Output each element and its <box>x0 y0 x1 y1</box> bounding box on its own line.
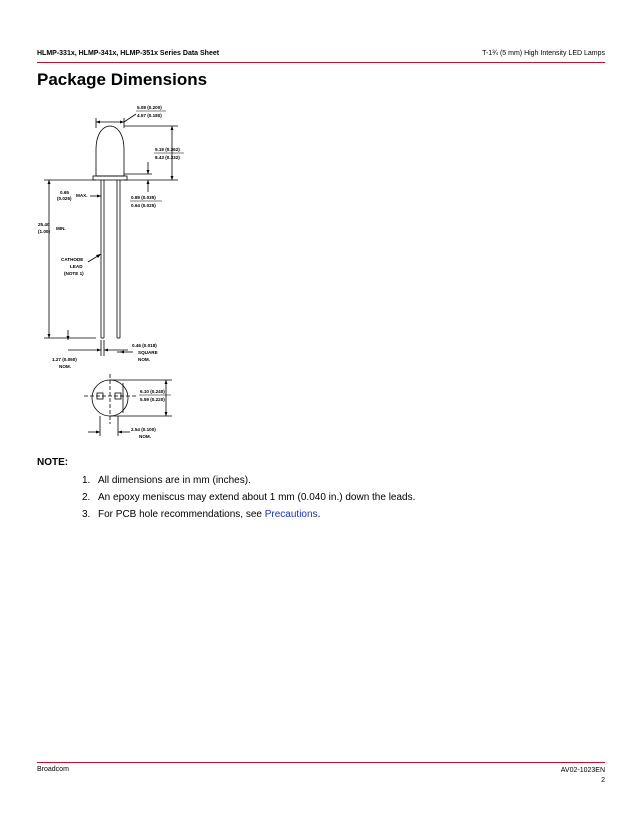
note-tail: . <box>317 509 321 520</box>
dim-height-min: 8.43 (0.332) <box>155 155 180 160</box>
precautions-link[interactable]: Precautions <box>264 509 318 520</box>
dim-width-max: 5.08 (0.200) <box>137 105 162 110</box>
led-flange <box>92 175 128 181</box>
cathode-label: CATHODE <box>61 257 83 262</box>
header-rule <box>37 62 605 63</box>
dim-meniscus-in: (0.026) <box>57 196 72 201</box>
dim-diameter-min: 5.59 (0.220) <box>140 397 165 402</box>
dim-diameter-max: 6.10 (0.240) <box>140 389 165 394</box>
dim-lead-spacing: 1.27 (0.050) <box>52 357 77 362</box>
note-text: An epoxy meniscus may extend about 1 mm … <box>98 492 416 503</box>
section-title: Package Dimensions <box>37 70 208 89</box>
notes-list: 1. All dimensions are in mm (inches). 2. A… <box>82 472 415 523</box>
header-doc-title: HLMP-331x, HLMP-341x, HLMP-351x Series D… <box>37 50 220 57</box>
dim-flange-max: 0.89 (0.035) <box>131 195 156 200</box>
footer-rule <box>37 762 605 763</box>
note-item: 2. An epoxy meniscus may extend about 1 m… <box>82 489 415 506</box>
page-number: 2 <box>601 777 605 784</box>
dim-meniscus-mm: 0.65 <box>60 190 69 195</box>
dim-width-min: 4.57 (0.180) <box>137 113 162 118</box>
dim-lead-length-min: MIN. <box>56 226 66 231</box>
dim-pitch: 2.54 (0.100) <box>131 427 156 432</box>
dim-height-max: 9.19 (0.362) <box>155 147 180 152</box>
note-number: 1. <box>82 475 91 486</box>
dim-lead-length-in: (1.00) <box>38 229 50 234</box>
dim-meniscus-max: MAX. <box>76 193 87 198</box>
footer-company: Broadcom <box>37 766 69 773</box>
footer-doc-id: AV02-1023EN 2 <box>561 766 605 786</box>
header-product-name: T-1¾ (5 mm) High Intensity LED Lamps <box>482 50 605 57</box>
dim-flange-min: 0.64 (0.025) <box>131 203 156 208</box>
dim-lead-length-mm: 25.40 <box>38 222 50 227</box>
dim-square-label: SQUARE <box>138 350 158 355</box>
led-body-outline <box>95 125 125 177</box>
dim-lead-spacing-nom: NOM. <box>59 364 71 369</box>
note-text: For PCB hole recommendations, see <box>98 509 265 520</box>
note-heading: NOTE: <box>37 457 69 468</box>
dim-square-nom: NOM. <box>138 357 150 362</box>
dim-pitch-nom: NOM. <box>139 434 151 439</box>
note-item: 3. For PCB hole recommendations, see Prec… <box>82 506 415 523</box>
note-number: 2. <box>82 492 91 503</box>
note-number: 3. <box>82 509 91 520</box>
note-text: All dimensions are in mm (inches). <box>98 475 251 486</box>
note-item: 1. All dimensions are in mm (inches). <box>82 472 415 489</box>
dim-square-size: 0.46 (0.018) <box>132 343 157 348</box>
cathode-note-label: (NOTE 1) <box>64 271 84 276</box>
footer-doc-number: AV02-1023EN <box>560 767 605 774</box>
cathode-lead-label: LEAD <box>70 264 83 269</box>
